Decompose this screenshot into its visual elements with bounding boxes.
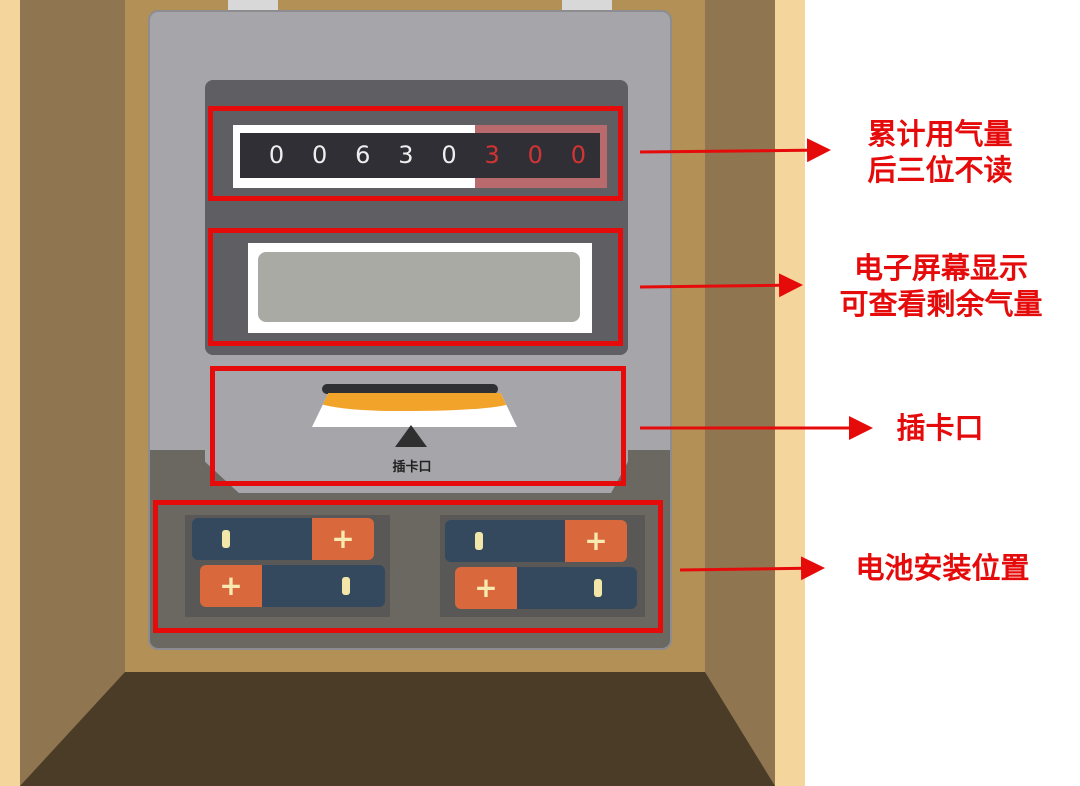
annotation-lcd: 电子屏幕显示 可查看剩余气量 bbox=[810, 250, 1072, 322]
annotation-counter: 累计用气量 后三位不读 bbox=[840, 116, 1040, 188]
plus-icon: + bbox=[200, 565, 262, 607]
counter-digit: 3 bbox=[398, 141, 414, 169]
cabinet-left-wall bbox=[20, 0, 125, 786]
annotation-card-slot: 插卡口 bbox=[880, 410, 1000, 446]
highlight-lcd bbox=[208, 228, 623, 346]
minus-icon bbox=[475, 532, 483, 550]
annotation-line: 电子屏幕显示 bbox=[853, 251, 1028, 285]
annotation-batteries: 电池安装位置 bbox=[830, 550, 1055, 586]
annotation-line: 插卡口 bbox=[896, 411, 984, 445]
counter-digit-unread: 0 bbox=[570, 141, 587, 169]
lcd-screen bbox=[258, 252, 580, 322]
counter-digit: 0 bbox=[441, 141, 457, 169]
pipe-right bbox=[562, 0, 612, 12]
annotation-line: 电池安装位置 bbox=[855, 551, 1030, 585]
battery: + bbox=[192, 518, 374, 560]
minus-icon bbox=[342, 577, 350, 595]
highlight-batteries bbox=[153, 500, 663, 633]
counter-window: 0 0 6 3 0 3 0 0 bbox=[240, 133, 600, 178]
cabinet-right-wall bbox=[705, 0, 775, 786]
counter-digit-unread: 0 bbox=[527, 141, 543, 169]
arrow-counter bbox=[639, 138, 831, 163]
battery: + bbox=[455, 567, 637, 609]
cabinet-floor bbox=[20, 672, 775, 786]
plus-icon: + bbox=[455, 567, 517, 609]
arrow-lcd bbox=[639, 273, 803, 298]
annotation-line: 后三位不读 bbox=[867, 153, 1013, 187]
annotation-line: 可查看剩余气量 bbox=[839, 287, 1043, 321]
counter-digit: 0 bbox=[312, 141, 328, 169]
plus-icon: + bbox=[565, 520, 627, 562]
card-slot-label: 插卡口 bbox=[392, 460, 432, 475]
highlight-card-slot bbox=[210, 366, 626, 486]
counter-digit: 6 bbox=[355, 141, 371, 169]
minus-icon bbox=[594, 579, 602, 597]
battery: + bbox=[200, 565, 385, 607]
counter-digit-unread: 3 bbox=[484, 141, 500, 169]
highlight-counter bbox=[208, 106, 623, 201]
arrow-batteries bbox=[679, 556, 825, 581]
annotation-line: 累计用气量 bbox=[867, 117, 1013, 151]
battery: + bbox=[445, 520, 627, 562]
card-slot[interactable] bbox=[322, 384, 498, 394]
minus-icon bbox=[222, 530, 230, 548]
pipe-left bbox=[228, 0, 278, 12]
counter-digit: 0 bbox=[268, 141, 285, 169]
gas-card[interactable] bbox=[312, 393, 517, 427]
plus-icon: + bbox=[312, 518, 374, 560]
